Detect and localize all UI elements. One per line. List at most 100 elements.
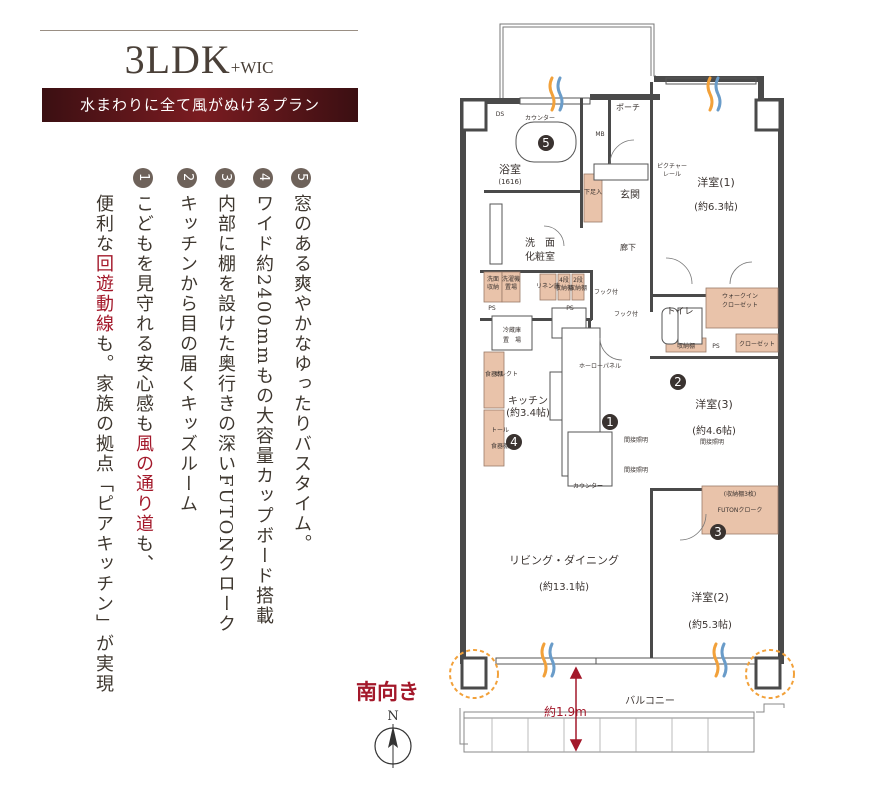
summary-prefix: 便利な bbox=[93, 194, 114, 254]
compass-letter: N bbox=[387, 709, 398, 724]
feature-1: 1こどもを見守れる安心感も風の通り道も、 bbox=[130, 168, 156, 574]
summary-highlight: 回遊動線 bbox=[93, 254, 114, 334]
label-select: セレクト bbox=[494, 371, 518, 378]
label-light-1: 間接照明 bbox=[624, 436, 648, 444]
label-select-2: 食器棚 bbox=[485, 370, 503, 378]
room-living-size: (約13.1帖) bbox=[539, 580, 589, 593]
room-entrance: 玄関 bbox=[620, 188, 640, 201]
wind-arrows bbox=[540, 76, 728, 678]
label-picture-rail-2: レール bbox=[663, 171, 681, 178]
label-counter-bottom: カウンター bbox=[573, 482, 603, 490]
room-living: リビング・ダイニング bbox=[509, 553, 619, 567]
label-storage-2: 2段 bbox=[573, 276, 583, 284]
room-western-3: 洋室(3) bbox=[695, 397, 733, 411]
room-western-1: 洋室(1) bbox=[697, 175, 735, 189]
label-washer: 洗濯機 bbox=[502, 275, 520, 283]
room-western-3-size: (約4.6帖) bbox=[692, 424, 736, 437]
room-porch: ポーチ bbox=[616, 103, 640, 112]
feature-5: 5 窓のある爽やかなゆったりバスタイム。 bbox=[288, 168, 314, 554]
marker-4: 4 bbox=[510, 435, 518, 449]
label-ps-2: PS bbox=[566, 305, 574, 312]
feature-number: 1 bbox=[133, 168, 153, 188]
room-kitchen: キッチン bbox=[508, 395, 548, 407]
room-western-2-size: (約5.3帖) bbox=[688, 618, 732, 631]
label-fridge-2: 置 場 bbox=[503, 336, 521, 344]
room-western-2: 洋室(2) bbox=[691, 590, 729, 604]
marker-3: 3 bbox=[714, 525, 722, 539]
feature-number: 2 bbox=[177, 168, 197, 188]
label-futon: FUTONクローク bbox=[718, 507, 763, 514]
door-swings bbox=[543, 139, 753, 541]
label-picture-rail: ピクチャー bbox=[657, 163, 687, 170]
label-light-3: 間接照明 bbox=[700, 438, 724, 446]
room-balcony: バルコニー bbox=[625, 695, 675, 707]
label-futon-shelf: (収納棚3枚) bbox=[724, 490, 757, 498]
layout-title: 3LDK+WIC bbox=[40, 36, 358, 83]
feature-text: 窓のある爽やかなゆったりバスタイム。 bbox=[291, 194, 312, 554]
label-closet: クローゼット bbox=[739, 340, 775, 348]
label-ds: DS bbox=[496, 111, 505, 118]
feature-number: 3 bbox=[215, 168, 235, 188]
label-hole-panel: ホーローパネル bbox=[579, 363, 621, 370]
marker-2: 2 bbox=[674, 375, 682, 389]
feature-summary: 便利な回遊動線も。家族の拠点「ピアキッチン」が実現 bbox=[90, 194, 116, 694]
label-shoe: 下足入 bbox=[584, 189, 602, 196]
plan-markers: 5 1 2 3 4 bbox=[506, 135, 726, 540]
feature-number: 4 bbox=[253, 168, 273, 188]
marker-5: 5 bbox=[542, 136, 550, 150]
label-storage-3: 収納棚 bbox=[677, 342, 695, 350]
room-washroom-2: 化粧室 bbox=[525, 250, 555, 263]
room-western-1-size: (約6.3帖) bbox=[694, 200, 738, 213]
floor-plan: 約1.9m 5 1 2 3 4 洋室(1) (約6.3帖) 洋室(2) (約5.… bbox=[449, 23, 795, 753]
label-fridge: 冷蔵庫 bbox=[503, 326, 521, 334]
label-counter-top: カウンター bbox=[525, 114, 555, 122]
label-mb: MB bbox=[595, 131, 604, 138]
label-storage-2b: 収納棚 bbox=[569, 284, 587, 292]
balcony-depth-arrow bbox=[569, 666, 583, 752]
room-labels: 洋室(1) (約6.3帖) 洋室(2) (約5.3帖) 洋室(3) (約4.6帖… bbox=[498, 103, 738, 707]
title-rule bbox=[40, 30, 358, 31]
label-wash-shelf-2: 収納 bbox=[487, 283, 499, 291]
storage-areas bbox=[483, 173, 779, 535]
balcony-depth: 約1.9m bbox=[544, 704, 587, 719]
label-hook-1: フック付 bbox=[594, 288, 618, 296]
label-linen: リネン庫 bbox=[536, 282, 560, 290]
feature-text: キッチンから目の届くキッズルーム bbox=[177, 194, 198, 514]
room-washroom: 洗 面 bbox=[525, 237, 555, 249]
label-ps-1: PS bbox=[488, 305, 496, 312]
feature-number: 5 bbox=[291, 168, 311, 188]
balcony-balusters bbox=[491, 718, 709, 752]
layout-type: 3LDK bbox=[124, 37, 231, 82]
room-kitchen-size: (約3.4帖) bbox=[506, 406, 550, 419]
label-wash-shelf: 洗面 bbox=[487, 275, 499, 283]
fixture-labels: ウォークイン クローゼット クローゼット (収納棚3枚) FUTONクローク カ… bbox=[485, 111, 775, 514]
balcony bbox=[459, 703, 785, 753]
label-wic: ウォークイン bbox=[722, 292, 758, 300]
compass: N bbox=[374, 709, 412, 768]
column-circles bbox=[449, 649, 795, 699]
feature-3: 3 内部に棚を設けた奥行きの深いFUTONクローク bbox=[212, 168, 238, 634]
room-bath-size: (1616) bbox=[498, 178, 522, 186]
summary-suffix: も。家族の拠点「ピアキッチン」が実現 bbox=[93, 334, 114, 694]
feature-text: ワイド約2400mmもの大容量カップボード搭載 bbox=[253, 194, 274, 626]
roof-outline bbox=[499, 23, 656, 102]
label-storage-1: 4段 bbox=[559, 276, 569, 284]
label-ps-3: PS bbox=[712, 343, 720, 350]
columns bbox=[460, 98, 782, 690]
room-bath: 浴室 bbox=[499, 162, 521, 176]
label-storage-1b: 収納棚 bbox=[555, 284, 573, 292]
marker-1: 1 bbox=[606, 415, 614, 429]
orientation-label: 南向き bbox=[356, 679, 419, 704]
label-light-2: 間接照明 bbox=[624, 466, 648, 474]
room-corridor: 廊下 bbox=[620, 242, 636, 252]
subtitle-banner: 水まわりに全て風がぬけるプラン bbox=[42, 88, 358, 122]
label-tall: トール bbox=[491, 427, 509, 434]
feature-2: 2 キッチンから目の届くキッズルーム bbox=[174, 168, 200, 514]
room-toilet: トイレ bbox=[666, 307, 693, 317]
feature-4: 4 ワイド約2400mmもの大容量カップボード搭載 bbox=[250, 168, 276, 626]
label-hook-2: フック付 bbox=[614, 310, 638, 318]
feature-text-prefix: こどもを見守れる安心感も bbox=[133, 194, 154, 434]
feature-text: 内部に棚を設けた奥行きの深いFUTONクローク bbox=[215, 194, 236, 635]
label-wic-2: クローゼット bbox=[722, 301, 758, 309]
feature-text-suffix: も、 bbox=[133, 534, 154, 574]
